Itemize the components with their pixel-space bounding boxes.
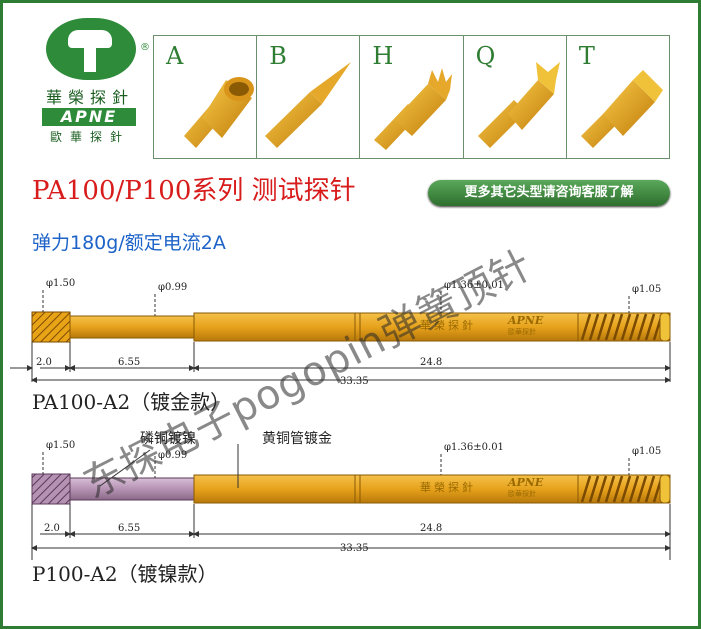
logo-brand-cn2: 歐華探針: [49, 130, 130, 144]
dimension-lines: [31, 444, 671, 560]
dim-plunger-dia: φ0.99: [158, 450, 188, 461]
dim-len-tip: 2.0: [44, 523, 60, 534]
tip-t-image-icon: [580, 70, 663, 148]
barrel-stamp-cn: 華榮探針: [420, 481, 476, 494]
drawing-p100: [31, 444, 671, 560]
drawing2-caption: P100-A2（镀镍款）: [32, 562, 218, 586]
logo-brand-en: APNE: [42, 108, 136, 126]
contact-service-button[interactable]: 更多其它头型请咨询客服了解: [428, 180, 670, 206]
page-title: PA100/P100系列 测试探针: [32, 176, 356, 206]
dim-len-barrel: 24.8: [420, 523, 443, 534]
dim-plunger-dia: φ0.99: [158, 282, 188, 293]
drawing1-caption: PA100-A2（镀金款）: [32, 390, 231, 414]
plunger: [69, 315, 195, 339]
tip-letter: H: [372, 42, 394, 70]
tail-thread: [577, 474, 671, 504]
tip-letter: T: [578, 42, 595, 70]
dimension-lines: [10, 290, 671, 383]
label-barrel-material: 黄铜管镀金: [262, 431, 332, 447]
tip-type-q: Q: [464, 36, 567, 158]
tip-type-a: A: [154, 36, 258, 158]
tip-types-panel: A B H Q T: [153, 35, 670, 159]
barrel-stamp-en: APNE: [508, 476, 544, 489]
tip-hatched-nickel: [31, 473, 71, 505]
dim-len-total: 33.35: [340, 376, 369, 387]
barrel-stamp-cn2: 歐華探針: [508, 328, 536, 336]
dim-len-tip: 2.0: [36, 357, 52, 368]
tip-q-image-icon: [477, 62, 560, 148]
tip-type-h: H: [360, 36, 464, 158]
tip-letter: B: [269, 42, 287, 70]
tip-letter: Q: [475, 42, 496, 70]
tip-a-image-icon: [184, 77, 254, 148]
dim-len-plunger: 6.55: [118, 357, 141, 368]
tip-type-t: T: [567, 36, 669, 158]
barrel-stamp-en: APNE: [508, 314, 544, 327]
dim-tip-dia: φ1.50: [46, 440, 76, 451]
dim-tip-dia: φ1.50: [46, 278, 76, 289]
tip-hatched: [31, 311, 71, 343]
barrel-stamp-cn2: 歐華探針: [508, 490, 536, 498]
tail-thread: [577, 312, 671, 342]
drawing-pa100: [10, 290, 671, 383]
label-plunger-material: 磷铜镀镍: [140, 431, 196, 447]
logo-mushroom-icon: [46, 18, 136, 80]
brand-logo: ® 華榮探針 APNE 歐華探針: [40, 18, 150, 145]
dim-len-total: 33.35: [340, 543, 369, 554]
tip-b-image-icon: [265, 62, 352, 148]
registered-mark: ®: [140, 42, 150, 53]
logo-brand-cn: 華榮探針: [45, 88, 134, 107]
dim-len-barrel: 24.8: [420, 357, 443, 368]
dim-barrel-dia: φ1.36±0.01: [444, 280, 504, 291]
dim-end-dia: φ1.05: [632, 284, 662, 295]
barrel-stamp-cn: 華榮探針: [420, 319, 476, 332]
tip-type-b: B: [257, 36, 361, 158]
dim-len-plunger: 6.55: [118, 523, 141, 534]
spec-subtitle: 弹力180g/额定电流2A: [32, 232, 226, 254]
tip-h-image-icon: [374, 68, 453, 150]
tip-letter: A: [166, 42, 184, 70]
dim-barrel-dia: φ1.36±0.01: [444, 442, 504, 453]
dim-end-dia: φ1.05: [632, 446, 662, 457]
